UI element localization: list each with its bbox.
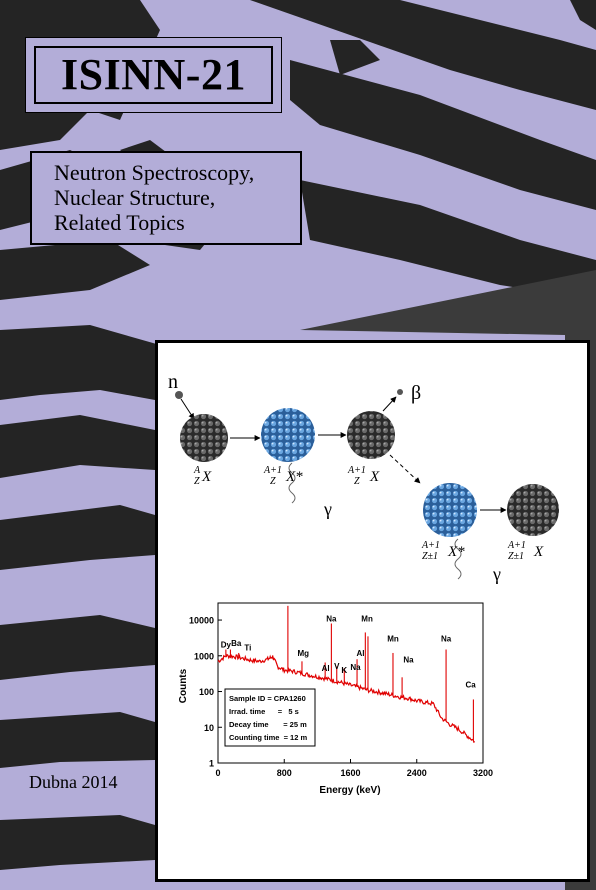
daughter-nucleus: [507, 484, 559, 536]
counting-time: Counting time = 12 m: [229, 733, 307, 742]
peak-label-13: Na: [441, 635, 452, 644]
svg-text:Z±1: Z±1: [508, 551, 524, 562]
y-tick-label-3: 1000: [194, 651, 214, 661]
decay-arrow: [389, 454, 421, 484]
peak-label-7: K: [341, 666, 347, 675]
peak-label-10: Mn: [361, 614, 373, 623]
svg-text:X*: X*: [447, 544, 465, 560]
svg-text:Z: Z: [270, 476, 276, 487]
place-year: Dubna 2014: [29, 772, 118, 792]
peak-label-0: Dy: [221, 641, 232, 650]
svg-text:A: A: [193, 465, 201, 476]
beta-label: β: [411, 382, 421, 404]
svg-text:X: X: [369, 469, 380, 485]
y-tick-label-1: 10: [204, 723, 214, 733]
gamma-wave-1: [288, 462, 296, 504]
beta-arrow: [382, 396, 397, 412]
neutron-label: n: [168, 371, 178, 393]
x-axis-label: Energy (keV): [319, 785, 380, 796]
neutron-arrow: [180, 398, 195, 420]
subtitle-line-1: Neutron Spectroscopy,: [54, 160, 255, 185]
peak-label-8: Na: [350, 663, 361, 672]
x-tick-label-2: 1600: [340, 768, 360, 778]
title-box: ISINN-21: [25, 37, 282, 113]
sample-id: Sample ID = CPA1260: [229, 694, 306, 703]
reaction-diagram: n β γ γ: [168, 371, 559, 584]
x-tick-label-3: 2400: [407, 768, 427, 778]
beta-dot: [397, 389, 403, 395]
svg-text:Z: Z: [194, 476, 200, 487]
y-tick-label-4: 10000: [189, 616, 214, 626]
peak-label-6: V: [334, 662, 340, 671]
y-axis-label: Counts: [178, 668, 189, 703]
y-axis-ticks: 1 10 100 1000 10000: [189, 616, 222, 769]
figure-svg: n β γ γ: [168, 371, 559, 796]
gamma-label-1: γ: [323, 499, 332, 519]
x-tick-label-4: 3200: [473, 768, 493, 778]
nucleus-notation: A Z X A+1 Z X* A+1 Z X A+1 Z±1 X* A+1 Z±…: [193, 465, 544, 562]
irradiation-time: Irrad. time = 5 s: [229, 707, 299, 716]
gamma-wave-2: [454, 538, 462, 580]
svg-text:A+1: A+1: [347, 465, 366, 476]
target-nucleus: [180, 414, 228, 462]
x-tick-label-1: 800: [277, 768, 292, 778]
y-tick-label-2: 100: [199, 687, 214, 697]
subtitle-line-2: Nuclear Structure,: [54, 185, 216, 210]
peak-label-9: Al: [356, 649, 364, 658]
peak-label-3: Mg: [298, 649, 310, 658]
peak-label-1: Ba: [231, 639, 242, 648]
figure-panel: n β γ γ: [155, 340, 590, 882]
subtitle-line-3: Related Topics: [54, 210, 185, 235]
x-axis-ticks: 0 800 1600 2400 3200: [215, 759, 493, 778]
spectrum-peaks: [225, 605, 474, 741]
svg-text:X: X: [201, 469, 212, 485]
peak-label-4: Na: [326, 614, 337, 623]
svg-text:X*: X*: [285, 469, 303, 485]
peak-label-2: Ti: [244, 644, 251, 653]
svg-text:Z±1: Z±1: [422, 551, 438, 562]
svg-text:Z: Z: [354, 476, 360, 487]
x-tick-label-0: 0: [215, 768, 220, 778]
daughter-excited-nucleus: [423, 483, 477, 537]
subtitle-box: Neutron Spectroscopy, Nuclear Structure,…: [30, 151, 302, 245]
decay-time: Decay time = 25 m: [229, 720, 307, 729]
neutron-dot: [175, 391, 183, 399]
peak-label-5: Al: [322, 664, 330, 673]
cover-title: ISINN-21: [61, 50, 246, 99]
peak-label-11: Mn: [387, 635, 399, 644]
title-inner-frame: ISINN-21: [34, 46, 273, 104]
peak-label-12: Na: [403, 655, 414, 664]
svg-text:X: X: [533, 544, 544, 560]
product-nucleus: [347, 411, 395, 459]
y-tick-label-0: 1: [209, 759, 214, 769]
peak-label-14: Ca: [465, 680, 476, 689]
svg-text:A+1: A+1: [421, 540, 440, 551]
sample-info-box: Sample ID = CPA1260 Irrad. time = 5 s De…: [224, 688, 316, 747]
gamma-label-2: γ: [492, 564, 501, 584]
svg-text:A+1: A+1: [507, 540, 526, 551]
spectrum-line: [217, 653, 476, 744]
svg-text:A+1: A+1: [263, 465, 282, 476]
compound-nucleus: [261, 408, 315, 462]
